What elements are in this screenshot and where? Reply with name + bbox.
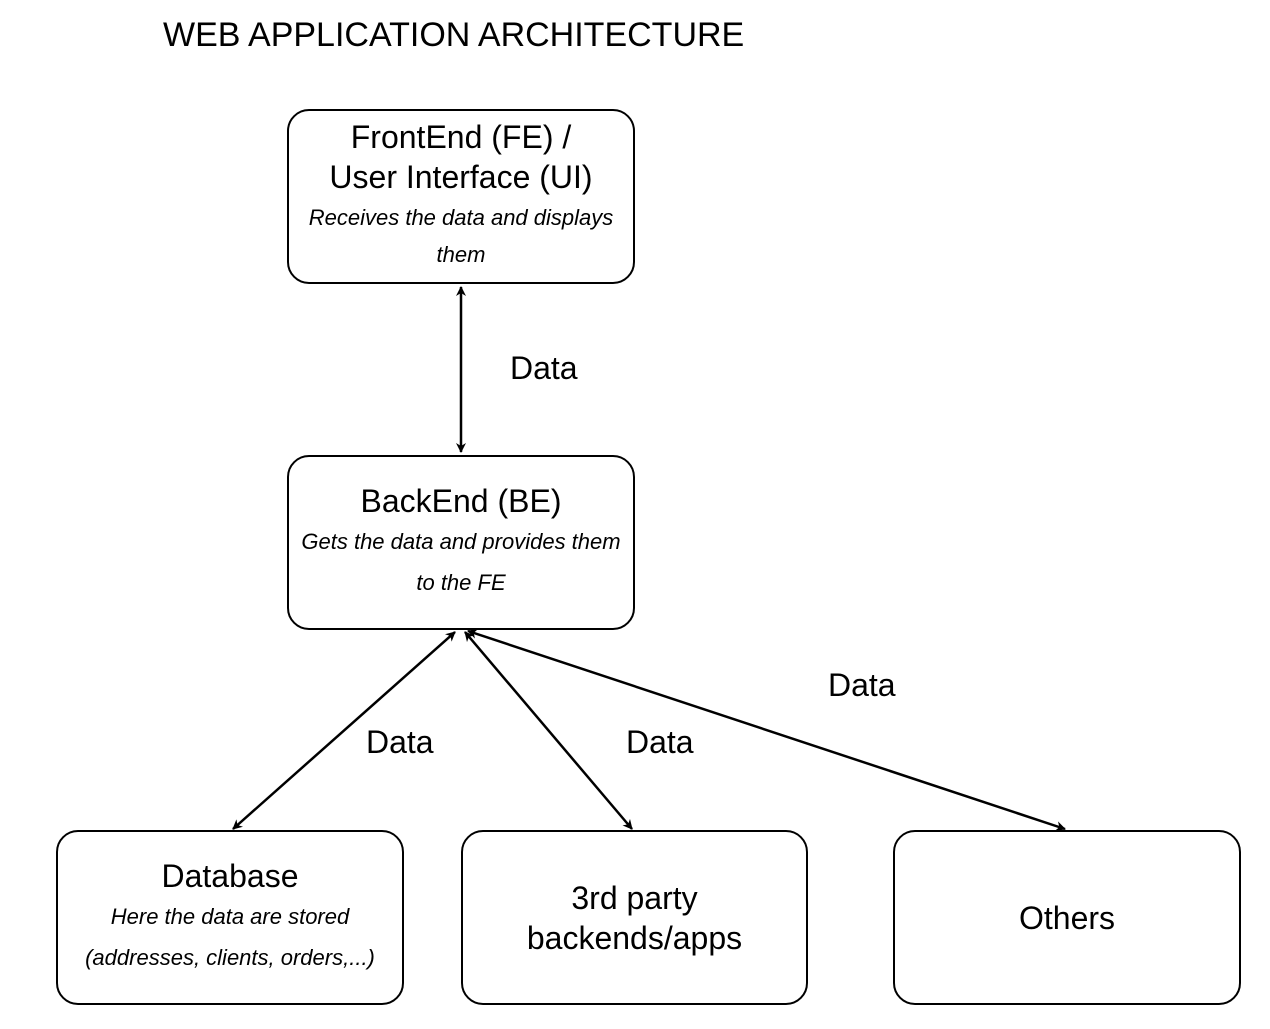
diagram-title: WEB APPLICATION ARCHITECTURE xyxy=(163,16,745,54)
edge-label-backend-database: Data xyxy=(366,724,434,760)
edge-label-backend-others: Data xyxy=(828,667,896,703)
third-party-node: 3rd party backends/apps xyxy=(461,830,808,1005)
frontend-desc-line2: them xyxy=(436,242,486,267)
frontend-title-line2: User Interface (UI) xyxy=(329,159,593,195)
edge-backend-database xyxy=(232,631,456,830)
third-party-title-line1: 3rd party xyxy=(571,879,698,916)
frontend-title-line1: FrontEnd (FE) / xyxy=(350,119,572,155)
database-title: Database xyxy=(161,858,299,894)
edge-label-backend-third-party: Data xyxy=(626,724,694,760)
frontend-desc-line1: Receives the data and displays xyxy=(308,205,614,230)
edge-label-frontend-backend: Data xyxy=(510,350,578,386)
database-desc-line2: (addresses, clients, orders,...) xyxy=(85,945,375,970)
frontend-node: FrontEnd (FE) / User Interface (UI) Rece… xyxy=(287,109,635,284)
backend-desc-line2: to the FE xyxy=(416,570,506,595)
others-node: Others xyxy=(893,830,1241,1005)
backend-title: BackEnd (BE) xyxy=(360,483,562,519)
backend-desc-line1: Gets the data and provides them xyxy=(301,529,621,554)
others-title: Others xyxy=(1018,899,1116,936)
backend-node: BackEnd (BE) Gets the data and provides … xyxy=(287,455,635,630)
edge-backend-others xyxy=(467,629,1066,831)
third-party-title-line2: backends/apps xyxy=(526,919,743,956)
edge-backend-third-party xyxy=(464,631,633,830)
database-desc-line1: Here the data are stored xyxy=(110,904,350,929)
database-node: Database Here the data are stored (addre… xyxy=(56,830,404,1005)
